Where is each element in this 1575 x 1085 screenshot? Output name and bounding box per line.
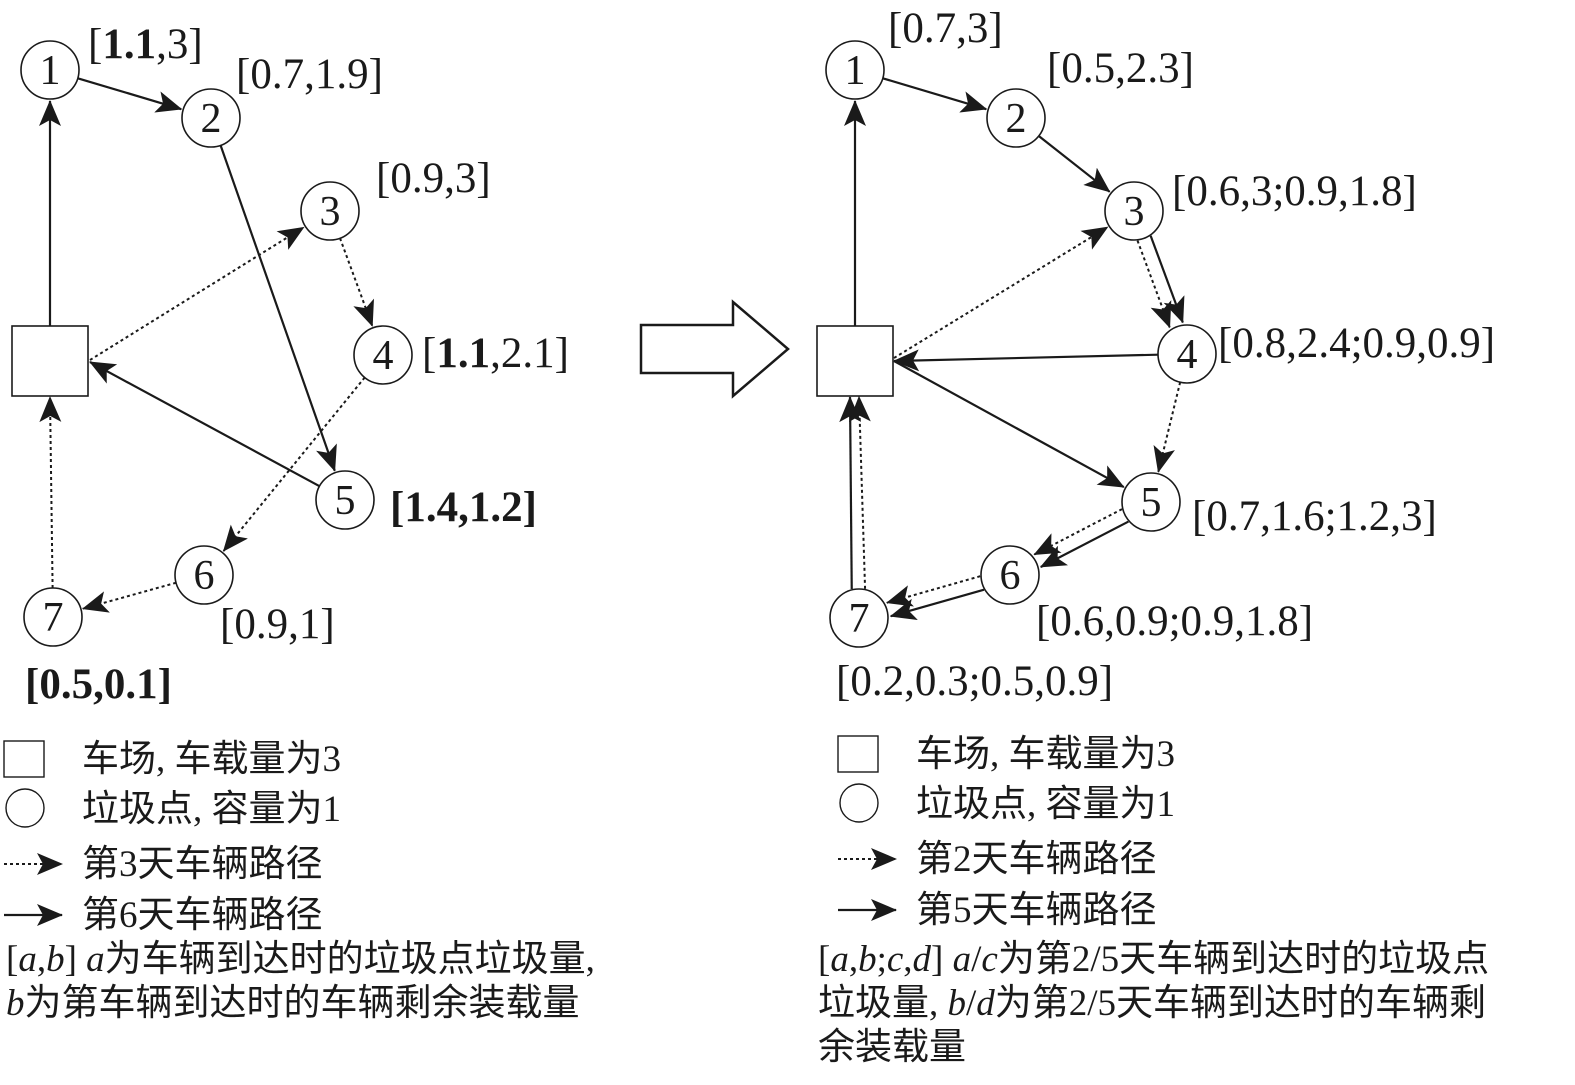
node-labels: [1.1,3] [0.7,1.9] [0.9,3] [1.1,2.1] [1.4,1.2… xyxy=(25,5,1495,708)
right-node-4-number: 4 xyxy=(1177,332,1198,378)
left-node-6 xyxy=(174,545,234,605)
left-legend-solid-label: 第6天车辆路径 xyxy=(82,894,323,936)
left-node-1-label: [1.1,3] xyxy=(88,21,203,68)
left-node-1 xyxy=(20,40,80,100)
right-dotted-6-7 xyxy=(885,575,981,607)
left-solid-2-5 xyxy=(219,145,337,472)
right-node-7 xyxy=(829,588,889,648)
right-dotted-3-4 xyxy=(1136,240,1172,329)
left-depot xyxy=(11,325,89,397)
left-legend-depot-label: 车场, 车载量为3 xyxy=(82,738,341,780)
right-node-2-label: [0.5,2.3] xyxy=(1047,45,1194,92)
left-node-5 xyxy=(315,470,375,530)
right-legend-depot-swatch xyxy=(837,735,879,773)
right-note-line-2: 垃圾量, b/d为第2/5天车辆到达时的车辆剩 xyxy=(818,982,1486,1024)
right-node-6 xyxy=(980,545,1040,605)
transition-arrow xyxy=(639,299,790,399)
left-solid-1-2 xyxy=(77,77,183,113)
right-node-7-label: [0.2,0.3;0.5,0.9] xyxy=(836,658,1113,705)
right-solid-depot-5 xyxy=(893,360,1125,489)
right-node-5-number: 5 xyxy=(1141,480,1162,526)
right-route-edges xyxy=(839,77,1185,620)
right-solid-6-7 xyxy=(889,588,985,620)
left-node-7-number: 7 xyxy=(43,595,64,641)
right-solid-7-depot xyxy=(839,396,862,590)
left-legend-point-label: 垃圾点, 容量为1 xyxy=(82,788,341,830)
left-node-7-label: [0.5,0.1] xyxy=(25,661,172,708)
right-node-1-number: 1 xyxy=(845,48,866,94)
left-node-4-label: [1.1,2.1] xyxy=(422,330,569,377)
left-dotted-3-4 xyxy=(339,237,374,327)
right-depot xyxy=(816,325,894,397)
left-legend-dotted-label: 第3天车辆路径 xyxy=(82,843,323,885)
right-node-6-number: 6 xyxy=(1000,553,1021,599)
left-node-3-number: 3 xyxy=(320,189,341,235)
left-node-6-number: 6 xyxy=(194,553,215,599)
nodes: 1 2 3 4 5 6 7 1 2 3 4 5 6 7 xyxy=(11,40,1217,648)
right-dotted-7-depot xyxy=(848,395,871,589)
right-dotted-depot-3 xyxy=(893,226,1109,359)
left-dotted-4-6 xyxy=(222,376,366,552)
left-node-2-number: 2 xyxy=(201,96,222,142)
right-node-1 xyxy=(825,40,885,100)
right-dotted-4-5 xyxy=(1153,381,1182,473)
right-legend-depot-label: 车场, 车载量为3 xyxy=(916,733,1175,775)
left-node-4-number: 4 xyxy=(373,333,394,379)
left-route-edges xyxy=(39,77,374,613)
left-node-4 xyxy=(353,325,413,385)
right-node-3 xyxy=(1104,181,1164,241)
right-node-4-label: [0.8,2.4;0.9,0.9] xyxy=(1218,320,1495,367)
right-node-5-label: [0.7,1.6;1.2,3] xyxy=(1192,493,1437,540)
right-node-2 xyxy=(986,88,1046,148)
left-dotted-7-depot xyxy=(39,396,62,589)
left-legend-point-swatch xyxy=(5,788,45,828)
right-node-7-number: 7 xyxy=(849,596,870,642)
right-node-1-label: [0.7,3] xyxy=(888,5,1003,52)
right-solid-2-3 xyxy=(1038,135,1111,193)
left-node-1-number: 1 xyxy=(40,48,61,94)
left-note-line-2: b为第车辆到达时的车辆剩余装载量 xyxy=(6,982,580,1024)
right-legend-dotted-label: 第2天车辆路径 xyxy=(916,838,1157,880)
left-node-2-label: [0.7,1.9] xyxy=(236,51,383,98)
right-note-line-3: 余装载量 xyxy=(818,1026,966,1068)
right-legend-solid-label: 第5天车辆路径 xyxy=(916,889,1157,931)
right-node-5 xyxy=(1121,472,1181,532)
right-node-3-number: 3 xyxy=(1124,189,1145,235)
right-dotted-5-6 xyxy=(1033,508,1123,556)
left-legend-depot-swatch xyxy=(3,740,45,778)
left-dotted-6-7 xyxy=(81,581,177,613)
right-legend-point-swatch xyxy=(839,783,879,823)
right-solid-4-depot xyxy=(893,349,1159,372)
right-note-line-1: [a,b;c,d] a/c为第2/5天车辆到达时的垃圾点 xyxy=(818,938,1489,980)
right-node-3-label: [0.6,3;0.9,1.8] xyxy=(1172,168,1417,215)
left-solid-5-depot xyxy=(89,361,321,488)
left-node-3-label: [0.9,3] xyxy=(376,155,491,202)
left-node-5-number: 5 xyxy=(335,478,356,524)
right-solid-1-2 xyxy=(882,77,988,113)
right-node-6-label: [0.6,0.9;0.9,1.8] xyxy=(1036,598,1313,645)
left-note-line-1: [a,b] a为车辆到达时的垃圾点垃圾量, xyxy=(6,938,595,980)
right-node-2-number: 2 xyxy=(1006,96,1027,142)
left-node-7 xyxy=(23,587,83,647)
right-node-4 xyxy=(1157,324,1217,384)
left-node-5-label: [1.4,1.2] xyxy=(390,484,537,531)
right-legend-point-label: 垃圾点, 容量为1 xyxy=(916,783,1175,825)
left-node-2 xyxy=(181,88,241,148)
left-node-6-label: [0.9,1] xyxy=(220,601,335,648)
right-solid-5-6 xyxy=(1039,520,1129,568)
right-solid-3-4 xyxy=(1149,235,1185,324)
left-node-3 xyxy=(300,181,360,241)
